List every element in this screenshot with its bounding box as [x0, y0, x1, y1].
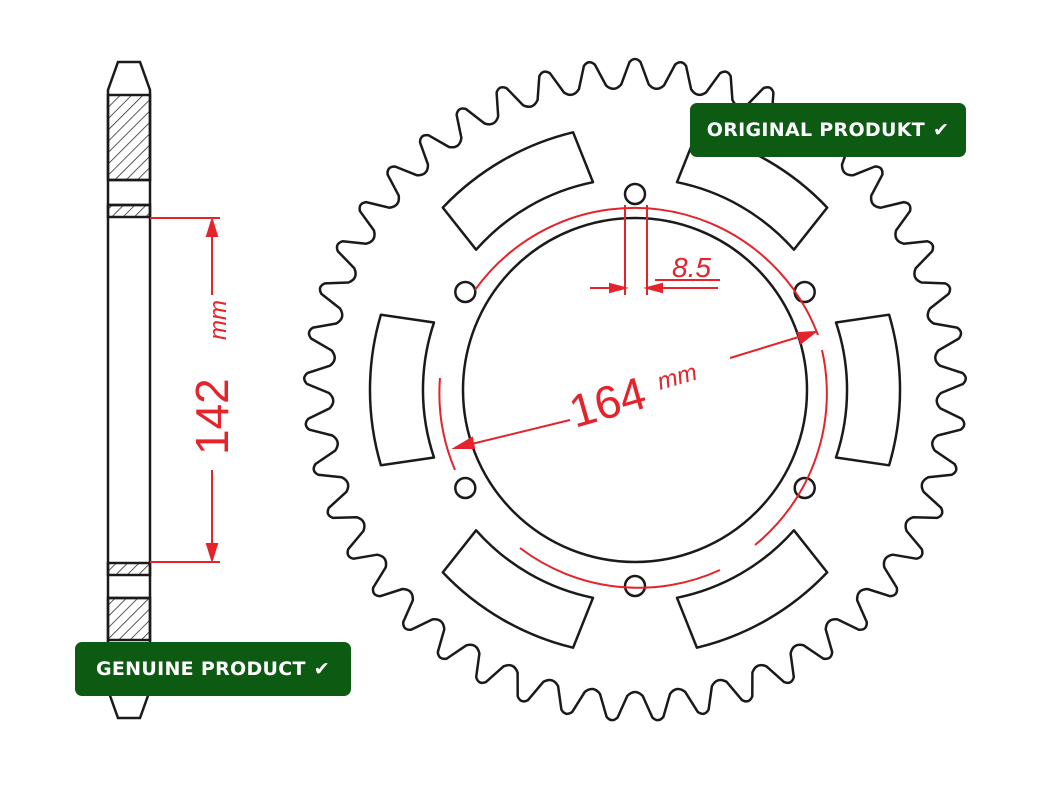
sprocket-teeth-outline: [302, 57, 968, 722]
width-dimension: [150, 216, 220, 564]
bolt-hole: [454, 280, 477, 304]
width-value: 142: [186, 378, 238, 455]
hatched-section-top: [106, 93, 152, 182]
bolt-hole: [454, 476, 477, 500]
badge-label: GENUINE PRODUCT: [95, 658, 306, 680]
hole-diameter-value: 8.5: [672, 252, 711, 283]
slot: [441, 131, 595, 251]
bolt-hole: [793, 476, 816, 500]
slot: [834, 313, 902, 467]
check-icon: ✔: [313, 658, 330, 680]
slot: [675, 529, 829, 649]
badge-label: ORIGINAL PRODUKT: [706, 119, 925, 141]
bolt-circle-value: 164: [563, 366, 651, 437]
hatched-section-bottom: [106, 596, 152, 642]
center-bore: [461, 216, 809, 564]
original-product-badge: ORIGINAL PRODUKT ✔: [690, 103, 966, 157]
bolt-circle-unit: mm: [654, 359, 700, 396]
bolt-hole: [793, 280, 816, 304]
side-view: [106, 60, 152, 720]
genuine-product-badge: GENUINE PRODUCT ✔: [75, 642, 351, 696]
bolt-circle-dimension: [438, 205, 828, 589]
bolt-hole: [623, 182, 647, 206]
bolt-holes: [454, 182, 816, 598]
check-icon: ✔: [933, 119, 950, 141]
width-unit: mm: [205, 300, 232, 340]
sprocket-front-view: [302, 57, 968, 722]
bolt-hole: [623, 574, 647, 598]
slot: [441, 529, 595, 649]
slot: [368, 313, 436, 467]
